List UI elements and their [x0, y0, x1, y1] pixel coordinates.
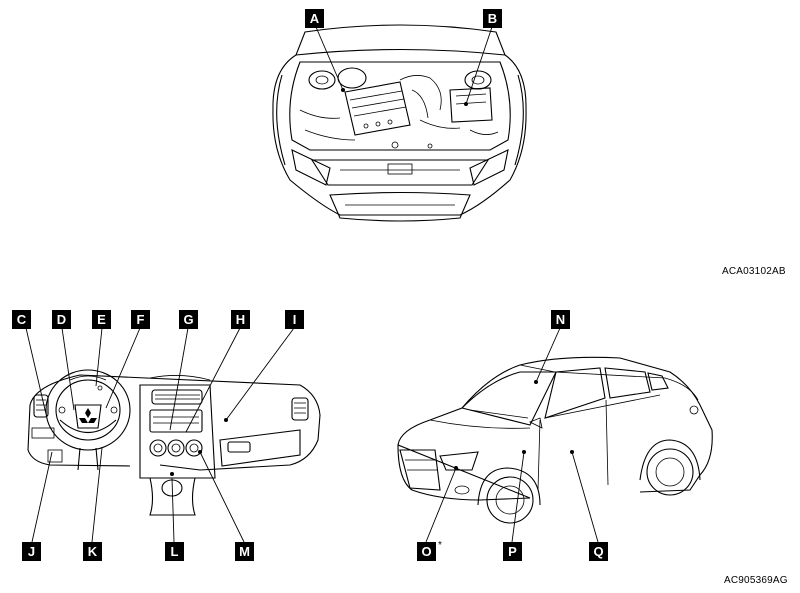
callout-a: A — [305, 9, 324, 28]
callout-g: G — [179, 310, 198, 329]
callout-k: K — [83, 542, 102, 561]
callout-p: P — [503, 542, 522, 561]
callout-h: H — [231, 310, 250, 329]
callout-c: C — [12, 310, 31, 329]
callout-n: N — [551, 310, 570, 329]
figure-code-engine: ACA03102AB — [722, 266, 786, 277]
asterisk-note-marker: * — [438, 540, 442, 551]
callout-l: L — [165, 542, 184, 561]
callout-i: I — [285, 310, 304, 329]
callout-m: M — [235, 542, 254, 561]
callout-o: O — [417, 542, 436, 561]
callout-d: D — [52, 310, 71, 329]
callout-f: F — [131, 310, 150, 329]
callout-b: B — [483, 9, 502, 28]
figure-code-exterior: AC905369AG — [724, 575, 788, 586]
callout-q: Q — [589, 542, 608, 561]
callout-e: E — [92, 310, 111, 329]
callout-j: J — [22, 542, 41, 561]
